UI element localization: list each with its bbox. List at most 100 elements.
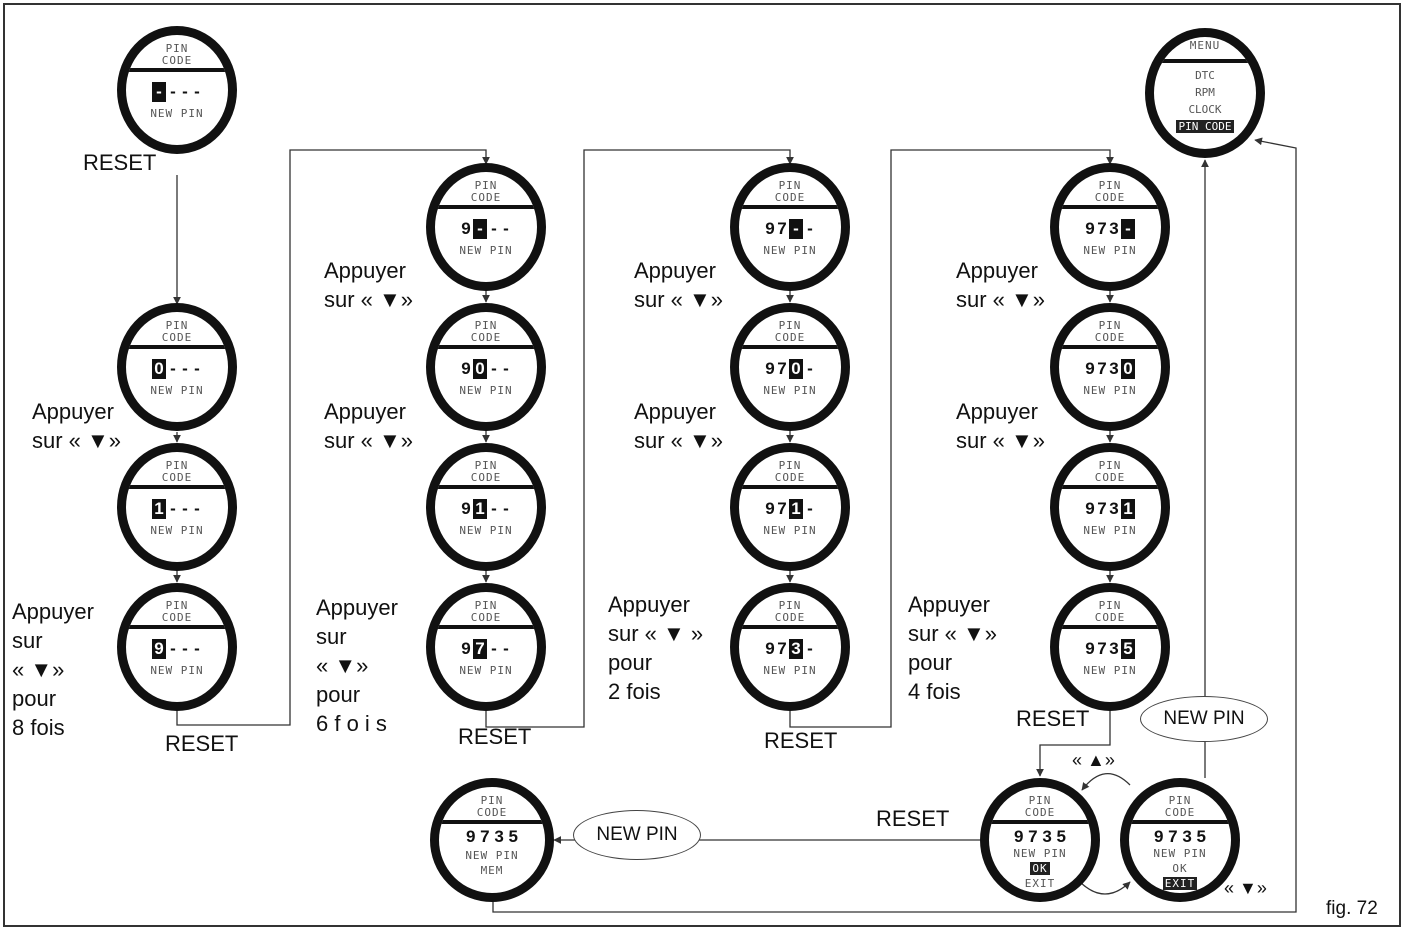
digit: - — [491, 639, 497, 658]
digit: 7 — [777, 219, 787, 238]
press-label-c3-short-1: Appuyer sur « ▼» — [634, 258, 724, 312]
press-label-c1-short: Appuyer sur « ▼» — [32, 399, 122, 453]
display-digits: ---- — [126, 82, 228, 102]
digit: 3 — [1109, 359, 1119, 378]
new-pin-oval-right: NEW PIN — [1140, 696, 1268, 742]
display-ok: OK — [1172, 862, 1188, 875]
digit: - — [194, 639, 200, 658]
wire-c2-to-c3 — [485, 149, 794, 728]
digit: - — [170, 499, 176, 518]
display-new-pin: NEW PIN — [763, 244, 817, 257]
display-digits: 9--- — [126, 639, 228, 659]
digit-cursor: - — [152, 82, 166, 102]
wire-c3-to-c4 — [789, 149, 1114, 728]
display-new-pin: NEW PIN — [1013, 847, 1067, 860]
digit: - — [182, 359, 188, 378]
press-label-c2-short-1: Appuyer sur « ▼» — [324, 258, 414, 312]
digit: 7 — [1097, 639, 1107, 658]
menu-item-dtc: DTC — [1195, 69, 1215, 82]
figure-label: fig. 72 — [1326, 898, 1378, 919]
digit-cursor: 0 — [1121, 359, 1135, 379]
menu-item-rpm: RPM — [1195, 86, 1215, 99]
display-new-pin: NEW PIN — [150, 107, 204, 120]
digit-cursor: 1 — [789, 499, 803, 519]
press-label-c3-short-2: Appuyer sur « ▼» — [634, 399, 724, 453]
display-new-pin: NEW PIN — [763, 524, 817, 537]
display-digits: 1--- — [126, 499, 228, 519]
digit: - — [170, 639, 176, 658]
digit: - — [194, 82, 200, 101]
digit: 3 — [1109, 639, 1119, 658]
digit: - — [491, 219, 497, 238]
digit: 9 — [1085, 499, 1095, 518]
press-label-c2-6x: Appuyer sur « ▼» pour 6 f o i s — [316, 595, 398, 736]
display-new-pin: NEW PIN — [763, 664, 817, 677]
digit-cursor: 1 — [152, 499, 166, 519]
digit: - — [503, 499, 509, 518]
digit-cursor: - — [789, 219, 803, 239]
digit-cursor: 1 — [1121, 499, 1135, 519]
wire-c4-to-confirm — [1036, 704, 1111, 777]
digit: 3 — [1109, 499, 1119, 518]
digit: - — [491, 359, 497, 378]
press-label-c2-short-2: Appuyer sur « ▼» — [324, 399, 414, 453]
digit: 7 — [1097, 499, 1107, 518]
reset-label-c2: RESET — [458, 724, 532, 749]
digit: 9 — [1085, 359, 1095, 378]
display-ok-selected: OK — [1030, 862, 1050, 875]
digit: 7 — [777, 359, 787, 378]
display-new-pin: NEW PIN — [1083, 384, 1137, 397]
menu-item-clock: CLOCK — [1188, 103, 1222, 116]
display-digits: 0--- — [126, 359, 228, 379]
menu-display: MENU DTC RPM CLOCK PIN CODE — [1145, 28, 1265, 158]
digit: 9 — [461, 219, 471, 238]
digit: - — [807, 219, 813, 238]
digit-cursor: 1 — [473, 499, 487, 519]
display-new-pin: NEW PIN — [150, 664, 204, 677]
digit: 9 — [461, 359, 471, 378]
reset-label-c1: RESET — [165, 731, 239, 756]
press-label-c3-2x: Appuyer sur « ▼ » pour 2 fois — [608, 592, 704, 704]
figure-frame — [3, 3, 1401, 927]
display-new-pin: NEW PIN — [1083, 524, 1137, 537]
digit-cursor: - — [1121, 219, 1135, 239]
arc-down — [1079, 881, 1131, 895]
digit: - — [182, 639, 188, 658]
digit: - — [807, 359, 813, 378]
digit: - — [503, 359, 509, 378]
display-digits: 9--- — [435, 219, 537, 239]
display-new-pin: NEW PIN — [1083, 244, 1137, 257]
display-new-pin: NEW PIN — [1153, 847, 1207, 860]
display-exit-selected: EXIT — [1162, 877, 1198, 890]
menu-title: MENU — [1154, 37, 1256, 63]
